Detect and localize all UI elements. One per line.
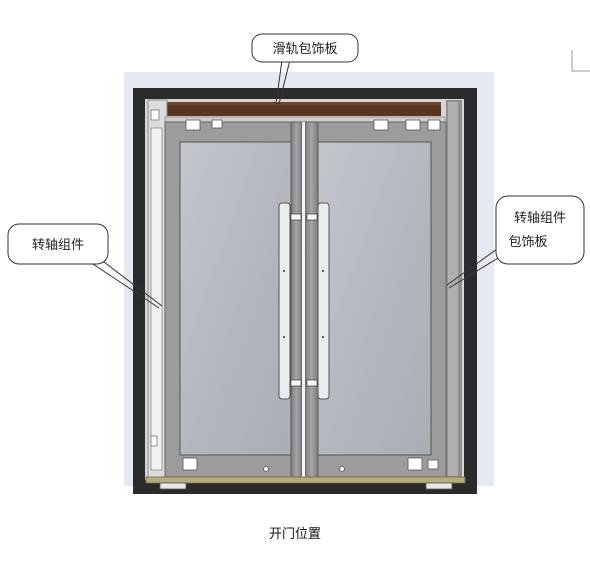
callout-top: 滑轨包饰板 bbox=[251, 33, 359, 105]
rail-cover bbox=[165, 102, 441, 116]
rail-cover-edge bbox=[165, 102, 441, 105]
left-pivot-cap bbox=[150, 109, 160, 121]
right-door-glass bbox=[317, 141, 432, 456]
left-pivot-lower bbox=[150, 435, 158, 447]
bottom-rail-feet bbox=[159, 482, 453, 490]
center-gap bbox=[302, 122, 305, 477]
door-handles bbox=[278, 202, 330, 400]
corner-mark bbox=[571, 50, 590, 72]
right-trim-light bbox=[448, 102, 458, 476]
callout-left-text: 转轴组件 bbox=[32, 238, 84, 253]
callout-right-text-2: 包饰板 bbox=[508, 235, 547, 250]
callout-right-text-1: 转轴组件 bbox=[514, 211, 566, 226]
center-post-left bbox=[290, 121, 303, 478]
top-brackets bbox=[185, 119, 441, 131]
figure-caption: 开门位置 bbox=[268, 527, 321, 542]
center-post-right bbox=[304, 121, 319, 478]
callout-left: 转轴组件 bbox=[7, 223, 163, 309]
bottom-rail bbox=[145, 476, 466, 484]
callout-right: 转轴组件 包饰板 bbox=[446, 195, 585, 289]
left-pivot-bar bbox=[150, 127, 163, 471]
bottom-hardware bbox=[182, 457, 439, 472]
callout-top-text: 滑轨包饰板 bbox=[272, 42, 337, 57]
top-track bbox=[164, 116, 446, 123]
left-door-glass bbox=[179, 141, 292, 456]
